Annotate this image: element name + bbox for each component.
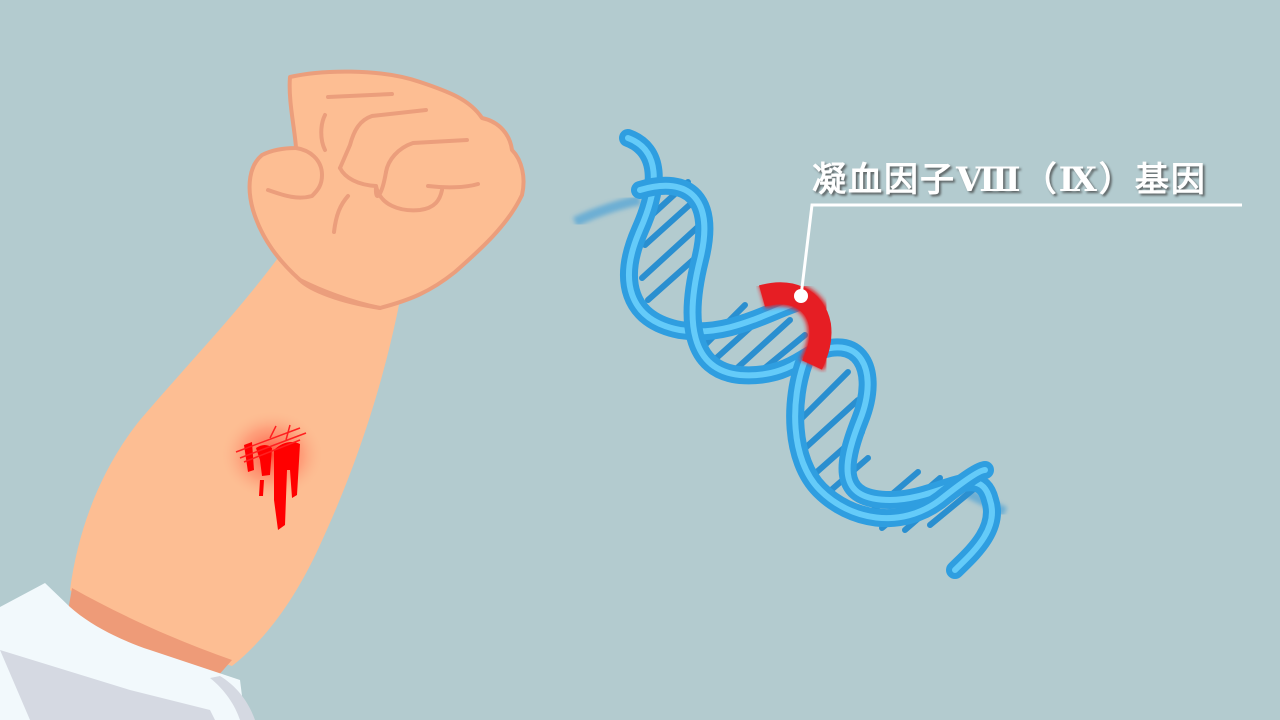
wound — [220, 410, 324, 530]
callout-dot — [794, 289, 808, 303]
fist — [247, 69, 526, 310]
callout-leader — [794, 203, 1242, 303]
gene-segment-highlight — [758, 280, 834, 371]
gene-label: 凝血因子Ⅷ（Ⅸ）基因 — [812, 160, 1207, 200]
dna-double-helix — [572, 129, 1008, 579]
sleeve-shadow — [0, 650, 215, 720]
skin-cuff — [65, 588, 232, 685]
arm-illustration — [0, 69, 526, 720]
wound-scratches — [235, 424, 307, 463]
